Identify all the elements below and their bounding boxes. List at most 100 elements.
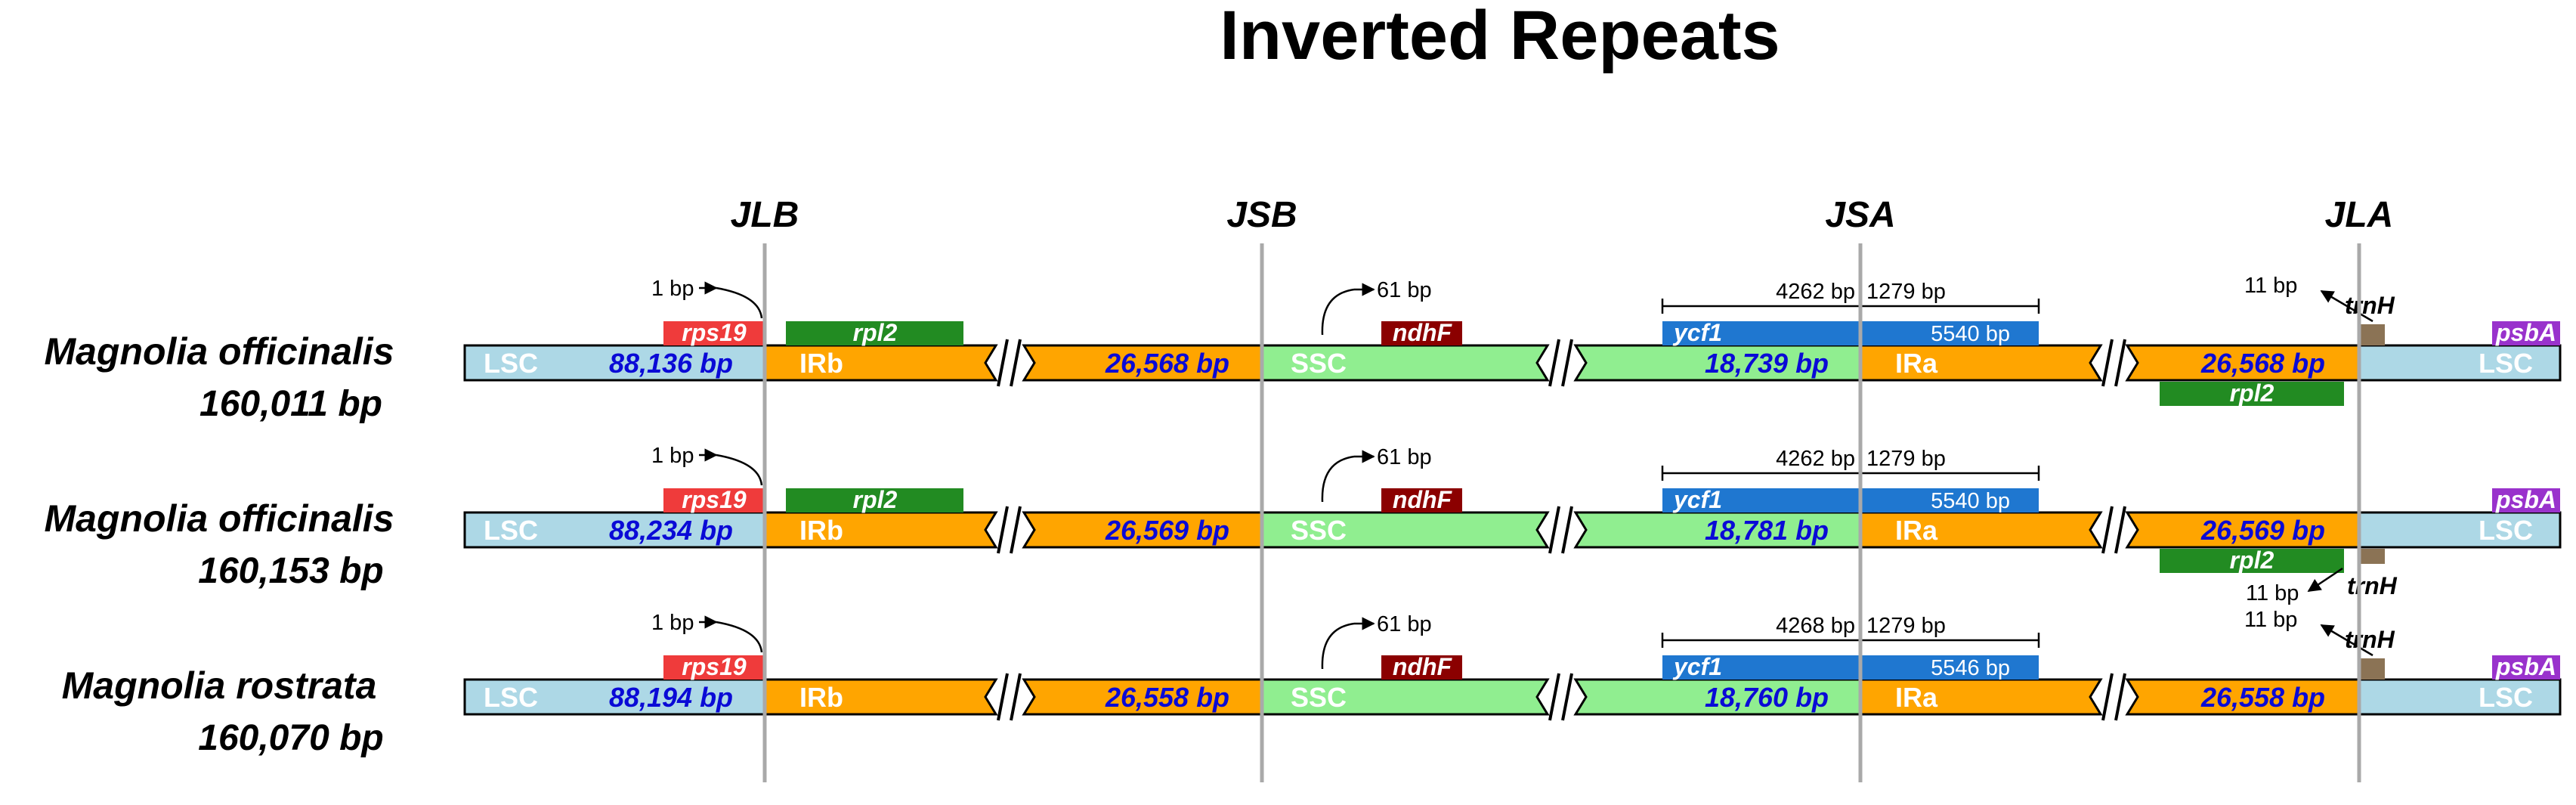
irb-length: 26,568 bp — [1105, 348, 1229, 379]
break-mark — [2101, 506, 2114, 554]
region-label-irb: IRb — [799, 348, 843, 379]
gene-rpl2-ira — [2160, 549, 2344, 573]
ycf1-ira: 1279 bp — [1866, 280, 1946, 304]
break-mark — [2114, 673, 2126, 721]
region-lsc-left — [463, 511, 766, 549]
gene-label-ycf1: ycf1 — [1672, 653, 1722, 680]
region-lsc-left — [463, 344, 766, 382]
ycf1-length: 5546 bp — [1931, 656, 2010, 680]
ira-length: 26,568 bp — [2200, 348, 2325, 379]
region-label-lsc: LSC — [484, 682, 538, 713]
diagram-title: Inverted Repeats — [1220, 0, 1780, 74]
region-ira-cont — [2125, 511, 2361, 549]
region-irb-cont — [1022, 344, 1263, 382]
ndhf-gap: 61 bp — [1377, 278, 1432, 302]
gene-label-ycf1: ycf1 — [1672, 319, 1722, 346]
gene-label-trnh: trnH — [2347, 572, 2398, 599]
break-mark — [1010, 673, 1022, 721]
ycf1-span: 4262 bp — [1776, 280, 1855, 304]
ira-length: 26,569 bp — [2200, 515, 2325, 546]
gene-trnh — [2359, 658, 2385, 680]
rps19-gap-curve — [716, 454, 763, 486]
region-ira-cont — [2125, 344, 2361, 382]
ndhf-gap-curve — [1321, 455, 1355, 503]
lsc-length: 88,234 bp — [609, 515, 733, 546]
region-label-ssc: SSC — [1291, 515, 1347, 546]
gene-label-rpl2: rpl2 — [853, 486, 898, 513]
gene-label-psba: psbA — [2495, 653, 2556, 680]
rps19-gap-curve — [716, 286, 763, 319]
gene-label-rpl2: rpl2 — [853, 319, 898, 346]
junction-label-jsb: JSB — [1226, 195, 1297, 235]
gene-label-rps19: rps19 — [682, 486, 747, 513]
gene-rpl2-irb — [786, 321, 963, 345]
break-mark — [2101, 673, 2114, 721]
region-label-ira: IRa — [1895, 682, 1938, 713]
region-label-irb: IRb — [799, 682, 843, 713]
region-lsc-right — [2358, 344, 2562, 382]
gene-ycf1 — [1662, 655, 2039, 680]
ira-length: 26,558 bp — [2200, 682, 2325, 713]
region-label-ssc: SSC — [1291, 348, 1347, 379]
gene-label-psba: psbA — [2495, 319, 2556, 346]
junction-label-jsa: JSA — [1825, 195, 1895, 235]
break-mark — [1561, 339, 1573, 387]
species-name: Magnolia officinalis — [44, 497, 394, 540]
gene-label-ndhf: ndhF — [1393, 653, 1453, 680]
ycf1-ira: 1279 bp — [1866, 447, 1946, 471]
region-ira-cont — [2125, 678, 2361, 716]
gene-rpl2-ira — [2160, 382, 2344, 406]
gene-psba — [2492, 655, 2560, 680]
lsc-length: 88,194 bp — [609, 682, 733, 713]
species-name: Magnolia officinalis — [44, 330, 394, 373]
lsc-length: 88,136 bp — [609, 348, 733, 379]
break-mark — [1010, 506, 1022, 554]
region-label-lsc: LSC — [2479, 348, 2533, 379]
break-mark — [997, 506, 1009, 554]
gene-label-rpl2: rpl2 — [2230, 546, 2274, 574]
break-mark — [1548, 673, 1560, 721]
gene-psba — [2492, 321, 2560, 345]
gene-label-ycf1: ycf1 — [1672, 486, 1722, 513]
region-label-lsc: LSC — [2479, 682, 2533, 713]
junction-label-jlb: JLB — [731, 195, 799, 235]
gene-rps19 — [663, 488, 765, 512]
ycf1-ira: 1279 bp — [1866, 614, 1946, 638]
break-mark — [997, 673, 1009, 721]
ndhf-gap: 61 bp — [1377, 445, 1432, 469]
gene-rps19 — [663, 321, 765, 345]
break-mark — [2114, 506, 2126, 554]
break-mark — [2101, 339, 2114, 387]
region-label-lsc: LSC — [2479, 515, 2533, 546]
region-label-lsc: LSC — [484, 348, 538, 379]
region-irb-cont — [1022, 678, 1263, 716]
ndhf-gap-curve — [1321, 622, 1355, 670]
ycf1-span: 4268 bp — [1776, 614, 1855, 638]
break-mark — [1010, 339, 1022, 387]
rps19-gap: 1 bp — [651, 611, 694, 635]
gene-label-rps19: rps19 — [682, 319, 747, 346]
irb-length: 26,558 bp — [1105, 682, 1229, 713]
gene-ycf1 — [1662, 321, 2039, 345]
gene-label-ndhf: ndhF — [1393, 486, 1453, 513]
genome-track-1: Magnolia officinalis 160,011 bp LSC IRb SSC I… — [44, 274, 2562, 424]
rps19-gap: 1 bp — [651, 277, 694, 301]
gene-rpl2-irb — [786, 488, 963, 512]
genome-size: 160,011 bp — [199, 384, 382, 424]
rps19-gap-curve — [716, 621, 763, 653]
gene-trnh — [2359, 324, 2385, 345]
gene-label-trnh: trnH — [2345, 292, 2395, 319]
trnh-gap: 11 bp — [2246, 581, 2299, 605]
region-label-ira: IRa — [1895, 348, 1938, 379]
break-mark — [1561, 673, 1573, 721]
break-mark — [1548, 506, 1560, 554]
rps19-gap: 1 bp — [651, 444, 694, 468]
trnh-gap: 11 bp — [2244, 274, 2297, 298]
ndhf-gap-curve — [1321, 288, 1355, 336]
break-mark — [997, 339, 1009, 387]
ssc-length: 18,739 bp — [1705, 348, 1829, 379]
gene-label-psba: psbA — [2495, 486, 2556, 513]
